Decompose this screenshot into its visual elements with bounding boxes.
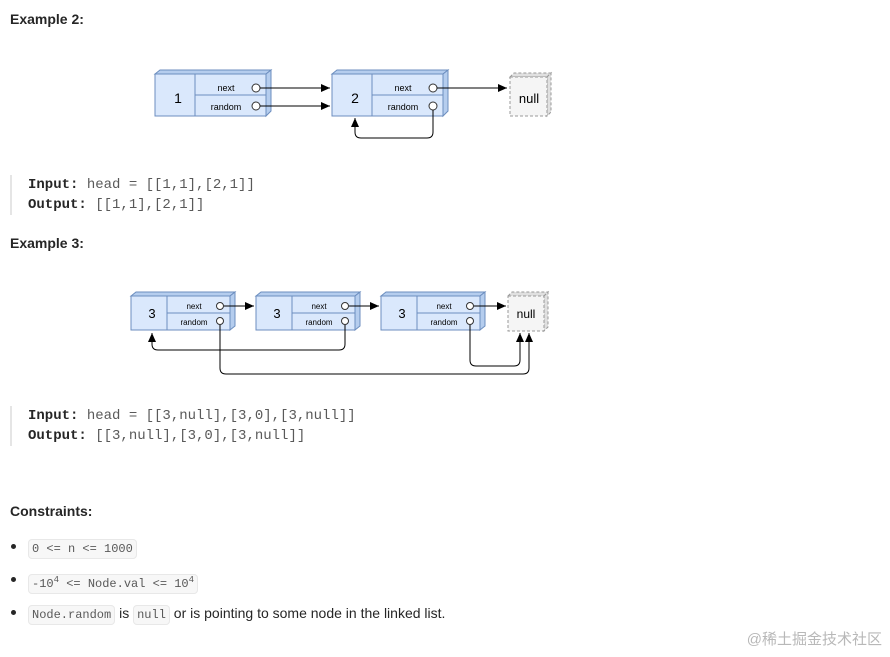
input-value: head = [[3,null],[3,0],[3,null]] (78, 408, 356, 424)
null-label: null (517, 307, 536, 321)
example-2-io: Input: head = [[1,1],[2,1]] Output: [[1,… (10, 175, 528, 215)
constraint-item: -104 <= Node.val <= 104 (10, 565, 445, 598)
random-label: random (180, 318, 207, 327)
null-label: null (519, 91, 539, 106)
input-label: Input: (28, 177, 79, 193)
example-3-io: Input: head = [[3,null],[3,0],[3,null]] … (10, 406, 528, 446)
next-label: next (186, 302, 202, 311)
constraint-item: Node.random is null or is pointing to so… (10, 598, 445, 631)
output-value: [[1,1],[2,1]] (86, 197, 205, 213)
node-value: 2 (351, 90, 359, 106)
node-value: 3 (148, 306, 155, 321)
input-label: Input: (28, 408, 79, 424)
node-value: 1 (174, 90, 182, 106)
constraint-code: Node.random (28, 605, 116, 625)
constraint-code: null (133, 605, 170, 625)
output-value: [[3,null],[3,0],[3,null]] (86, 428, 306, 444)
random-arrow (219, 325, 533, 375)
random-label: random (430, 318, 457, 327)
next-label: next (436, 302, 452, 311)
output-label: Output: (28, 197, 87, 213)
node-3b: 3 next random (254, 290, 362, 332)
random-label: random (388, 102, 419, 112)
next-label: next (394, 83, 412, 93)
node-3a: 3 next random (129, 290, 237, 332)
input-value: head = [[1,1],[2,1]] (78, 177, 255, 193)
node-2: 2 next random (330, 68, 450, 118)
example-3-heading: Example 3: (10, 235, 84, 251)
constraint-code: 0 <= n <= 1000 (28, 539, 137, 559)
constraint-item: 0 <= n <= 1000 (10, 532, 445, 565)
node-3c: 3 next random (379, 290, 487, 332)
constraint-code: -104 <= Node.val <= 104 (28, 574, 199, 594)
node-value: 3 (273, 306, 280, 321)
random-arrow (469, 325, 524, 367)
next-label: next (311, 302, 327, 311)
node-1: 1 next random (153, 68, 273, 118)
null-node: null (506, 290, 550, 333)
constraints-heading: Constraints: (10, 503, 93, 519)
example-2-heading: Example 2: (10, 11, 84, 27)
null-node: null (508, 71, 553, 118)
next-label: next (217, 83, 235, 93)
watermark: @稀土掘金技术社区 (746, 631, 882, 648)
output-label: Output: (28, 428, 87, 444)
random-label: random (211, 102, 242, 112)
random-arrow (148, 325, 346, 351)
random-label: random (305, 318, 332, 327)
node-value: 3 (398, 306, 405, 321)
constraints-list: 0 <= n <= 1000 -104 <= Node.val <= 104 N… (10, 532, 445, 631)
random-arrow (351, 110, 434, 139)
